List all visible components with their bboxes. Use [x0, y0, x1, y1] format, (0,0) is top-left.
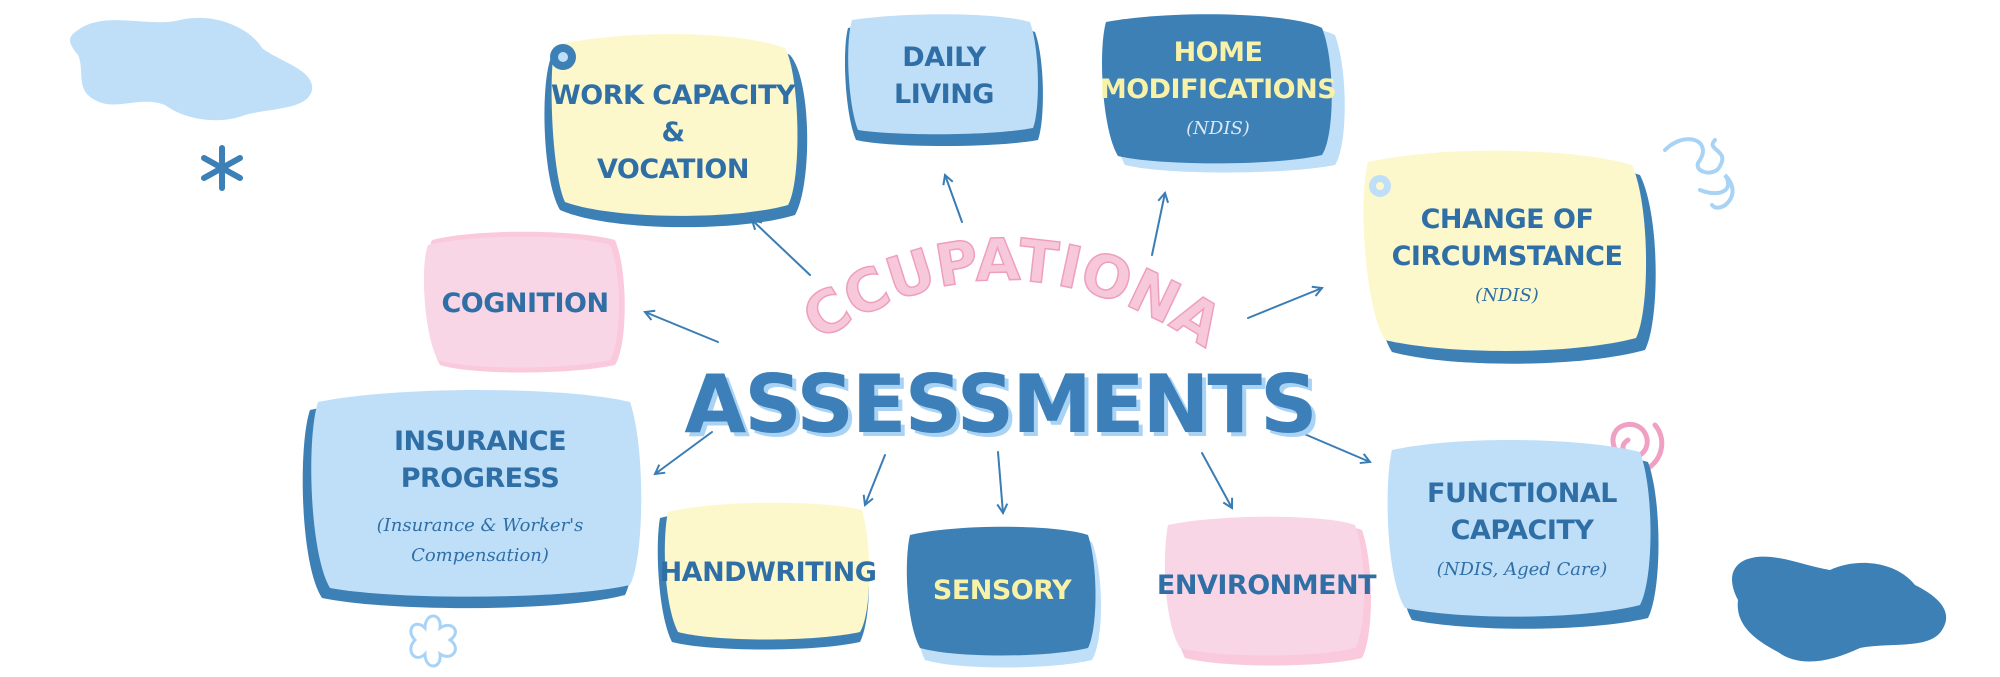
node-change-sub: (NDIS): [1475, 284, 1539, 306]
node-insurance-sub2: Compensation): [411, 545, 549, 566]
arrow-to-work: [752, 220, 811, 276]
node-change-line2: CIRCUMSTANCE: [1391, 240, 1623, 272]
node-home-sub: (NDIS): [1186, 118, 1250, 139]
node-functional-line1: FUNCTIONAL: [1427, 478, 1617, 509]
node-change-line1: CHANGE OF: [1420, 203, 1594, 235]
node-shape-daily: [844, 14, 1043, 146]
node-handwriting: HANDWRITING: [660, 505, 877, 640]
node-shape-work: [544, 34, 808, 228]
node-cognition: COGNITION: [425, 238, 625, 368]
node-work: WORK CAPACITY & VOCATION: [548, 40, 798, 225]
node-home-modifications: HOME MODIFICATIONS (NDIS): [1099, 16, 1337, 162]
title-assessments: ASSESSMENTS: [684, 358, 1317, 451]
node-shape-change: [1363, 150, 1656, 364]
node-change-of-circumstance: CHANGE OF CIRCUMSTANCE (NDIS): [1362, 158, 1652, 353]
node-environment: ENVIRONMENT: [1157, 518, 1377, 653]
node-shape-cognition: [423, 231, 625, 373]
blob-bottom-right: [1732, 556, 1947, 662]
node-home-line2: MODIFICATIONS: [1099, 74, 1337, 105]
asterisk-icon: [201, 145, 243, 191]
node-insurance-sub1: (Insurance & Worker's: [376, 515, 584, 536]
squiggle-icon: [1663, 137, 1735, 210]
arrow-to-handwriting: [865, 454, 886, 505]
node-daily-title: DAILY LIVING: [894, 42, 994, 110]
node-shape-sensory: [906, 526, 1101, 668]
node-sensory-title: SENSORY: [932, 575, 1072, 606]
arrow-to-home: [1151, 193, 1165, 256]
arrow-to-environment: [1201, 452, 1232, 508]
node-daily-living: DAILY LIVING: [848, 18, 1040, 134]
node-shape-functional: [1387, 440, 1659, 629]
arrow-to-change: [1247, 288, 1322, 319]
blob-top-left: [70, 17, 313, 121]
arrow-to-sensory: [998, 451, 1003, 513]
arrow-to-insurance: [655, 431, 713, 474]
arrow-to-daily: [945, 175, 963, 223]
arrow-to-functional: [1294, 429, 1370, 462]
flower-icon: [409, 614, 457, 668]
node-sensory: SENSORY: [906, 528, 1098, 653]
node-functional-line2: CAPACITY: [1450, 515, 1594, 546]
node-shape-home: [1102, 14, 1345, 173]
node-work-line1: WORK CAPACITY &: [550, 80, 796, 148]
node-functional-sub: (NDIS, Aged Care): [1436, 559, 1608, 580]
node-shape-environment: [1164, 516, 1371, 666]
node-handwriting-title: HANDWRITING: [659, 557, 877, 588]
node-insurance-title: INSURANCE PROGRESS: [393, 426, 567, 494]
node-cognition-title: COGNITION: [441, 287, 609, 319]
node-environment-title: ENVIRONMENT: [1156, 570, 1377, 601]
node-home-line1: HOME: [1173, 37, 1263, 68]
node-functional-capacity: FUNCTIONAL CAPACITY (NDIS, Aged Care): [1388, 445, 1656, 615]
node-insurance-progress: INSURANCE PROGRESS (Insurance & Worker's…: [315, 398, 645, 596]
node-shape-insurance: [302, 390, 642, 609]
node-work-line2: VOCATION: [596, 154, 750, 185]
node-shape-handwriting: [657, 502, 870, 650]
arrow-to-cognition: [645, 312, 719, 343]
